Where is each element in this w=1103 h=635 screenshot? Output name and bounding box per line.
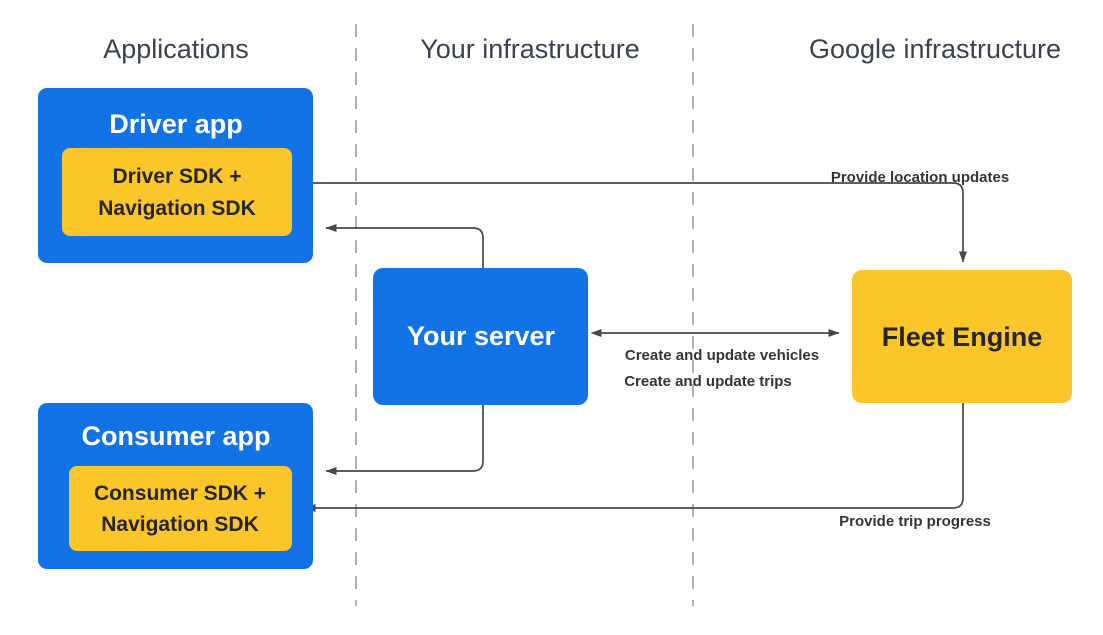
- consumer-sdk-box[interactable]: [69, 466, 292, 551]
- driver-app-label: Driver app: [109, 109, 243, 139]
- node-consumer-app[interactable]: Consumer app Consumer SDK + Navigation S…: [38, 403, 313, 569]
- your-server-box[interactable]: [373, 268, 588, 405]
- edge-label-trip-progress: Provide trip progress: [839, 513, 991, 530]
- edge-label-create-update-vehicles: Create and update vehicles: [625, 347, 819, 364]
- consumer-app-label: Consumer app: [81, 421, 270, 451]
- node-fleet-engine[interactable]: Fleet Engine: [852, 270, 1072, 403]
- driver-sdk-label-line2: Navigation SDK: [98, 197, 256, 220]
- node-your-server[interactable]: Your server: [373, 268, 588, 405]
- node-driver-app[interactable]: Driver app Driver SDK + Navigation SDK: [38, 88, 313, 263]
- edge-server-to-driver: [325, 224, 484, 268]
- fleet-engine-box[interactable]: [852, 270, 1072, 403]
- driver-sdk-label-line1: Driver SDK +: [113, 165, 242, 188]
- column-header-your-infrastructure: Your infrastructure: [420, 34, 640, 64]
- edge-label-create-update-trips: Create and update trips: [624, 373, 792, 390]
- column-header-google-infrastructure: Google infrastructure: [809, 34, 1061, 64]
- edge-trip-progress: [304, 403, 964, 512]
- driver-sdk-box[interactable]: [62, 148, 292, 236]
- column-header-applications: Applications: [103, 34, 249, 64]
- edge-location-updates: [300, 182, 967, 263]
- consumer-sdk-label-line1: Consumer SDK +: [94, 482, 266, 505]
- edge-label-location-updates: Provide location updates: [831, 169, 1009, 186]
- consumer-sdk-label-line2: Navigation SDK: [101, 513, 259, 536]
- edge-server-to-consumer: [325, 405, 484, 475]
- your-server-label: Your server: [407, 321, 556, 351]
- fleet-engine-label: Fleet Engine: [882, 322, 1043, 352]
